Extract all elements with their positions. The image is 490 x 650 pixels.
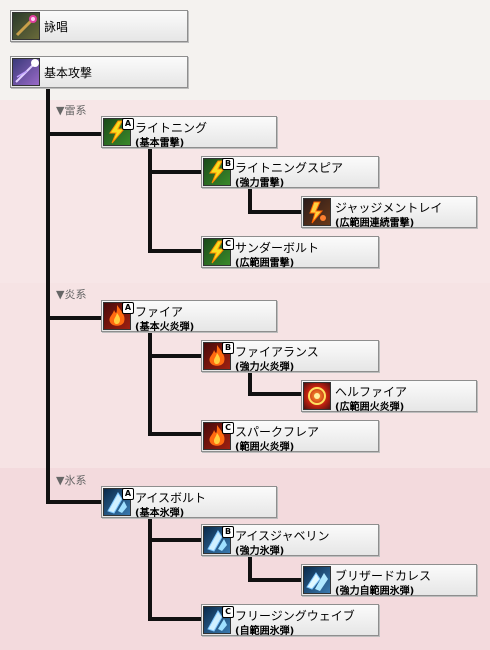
grade-badge: B bbox=[222, 342, 234, 354]
skill-description: (広範囲雷撃) bbox=[235, 258, 295, 269]
skill-node-spark-flare[interactable]: C スパークフレア (範囲火炎弾) bbox=[201, 420, 379, 453]
skill-name: ブリザードカレス bbox=[335, 569, 432, 583]
grade-badge: C bbox=[222, 422, 234, 434]
grade-badge: C bbox=[222, 238, 234, 250]
skill-name: アイスボルト bbox=[135, 491, 207, 505]
grade-badge: C bbox=[222, 606, 234, 618]
skill-node-ice-bolt[interactable]: A アイスボルト (基本氷弾) bbox=[101, 486, 277, 519]
ice-shard-icon bbox=[303, 566, 331, 594]
skill-node-thunderbolt[interactable]: C サンダーボルト (広範囲雷撃) bbox=[201, 236, 379, 269]
connector-line bbox=[248, 392, 302, 396]
skill-name: フリージングウェイブ bbox=[235, 609, 355, 623]
connector-line bbox=[148, 538, 202, 542]
connector-line bbox=[46, 500, 102, 504]
skill-node-fire[interactable]: A ファイア (基本火炎弾) bbox=[101, 300, 277, 333]
skill-description: (広範囲連続雷撃) bbox=[335, 218, 415, 229]
connector-line bbox=[46, 88, 50, 503]
skill-name: ジャッジメントレイ bbox=[335, 201, 443, 215]
skill-name: 詠唱 bbox=[44, 20, 69, 34]
skill-description: (強力火炎弾) bbox=[235, 362, 295, 373]
judgement-ray-icon bbox=[303, 198, 331, 226]
skill-node-lightning[interactable]: A ライトニング (基本雷撃) bbox=[101, 116, 277, 149]
skill-description: (広範囲火炎弾) bbox=[335, 402, 405, 413]
skill-name: ファイアランス bbox=[235, 345, 319, 359]
skill-node-fire-lance[interactable]: B ファイアランス (強力火炎弾) bbox=[201, 340, 379, 373]
connector-line bbox=[148, 170, 202, 174]
skill-description: (強力自範囲氷弾) bbox=[335, 586, 415, 597]
skill-description: (基本氷弾) bbox=[135, 508, 185, 519]
connector-line bbox=[148, 332, 152, 436]
connector-line bbox=[148, 432, 202, 436]
connector-line bbox=[248, 578, 302, 582]
skill-name: ヘルファイア bbox=[335, 385, 408, 399]
skill-name: スパークフレア bbox=[235, 425, 320, 439]
connector-line bbox=[248, 372, 252, 396]
magic-bolt-icon bbox=[12, 58, 40, 86]
grade-badge: B bbox=[222, 158, 234, 170]
skill-node-basic-attack[interactable]: 基本攻撃 bbox=[10, 56, 188, 88]
skill-node-hellfire[interactable]: ヘルファイア (広範囲火炎弾) bbox=[301, 380, 477, 413]
skill-description: (基本雷撃) bbox=[135, 138, 185, 149]
connector-line bbox=[148, 354, 202, 358]
skill-node-judgement-ray[interactable]: ジャッジメントレイ (広範囲連続雷撃) bbox=[301, 196, 477, 229]
connector-line bbox=[148, 249, 202, 253]
connector-line bbox=[248, 556, 252, 581]
grade-badge: B bbox=[222, 526, 234, 538]
grade-badge: A bbox=[122, 488, 134, 500]
skill-node-chant[interactable]: 詠唱 bbox=[10, 10, 188, 42]
hellfire-orb-icon bbox=[303, 382, 331, 410]
grade-badge: A bbox=[122, 302, 134, 314]
grade-badge: A bbox=[122, 118, 134, 130]
skill-node-ice-javelin[interactable]: B アイスジャベリン (強力氷弾) bbox=[201, 524, 379, 557]
connector-line bbox=[148, 516, 152, 620]
skill-description: (自範囲氷弾) bbox=[235, 626, 295, 637]
lightning-icon bbox=[103, 118, 131, 146]
skill-node-lightning-spear[interactable]: B ライトニングスピア (強力雷撃) bbox=[201, 156, 379, 189]
connector-line bbox=[248, 210, 302, 214]
skill-name: アイスジャベリン bbox=[235, 529, 330, 543]
skill-description: (基本火炎弾) bbox=[135, 322, 195, 333]
skill-node-freezing-wave[interactable]: C フリージングウェイブ (自範囲氷弾) bbox=[201, 604, 379, 637]
skill-name: ライトニング bbox=[135, 121, 208, 135]
skill-name: ライトニングスピア bbox=[235, 161, 344, 175]
skill-description: (範囲火炎弾) bbox=[235, 442, 295, 453]
skill-node-blizzard-caress[interactable]: ブリザードカレス (強力自範囲氷弾) bbox=[301, 564, 477, 597]
connector-line bbox=[148, 617, 202, 621]
skill-name: ファイア bbox=[135, 305, 184, 319]
connector-line bbox=[46, 316, 102, 320]
connector-line bbox=[148, 148, 152, 252]
ice-label: ▼氷系 bbox=[56, 474, 87, 487]
connector-line bbox=[248, 188, 252, 213]
connector-line bbox=[46, 132, 102, 136]
skill-name: 基本攻撃 bbox=[44, 66, 93, 80]
thunder-label: ▼雷系 bbox=[56, 104, 87, 117]
lightning-icon bbox=[203, 238, 231, 266]
fire-label: ▼炎系 bbox=[56, 288, 87, 301]
magic-wand-icon bbox=[12, 12, 40, 40]
skill-name: サンダーボルト bbox=[235, 241, 320, 255]
skill-description: (強力雷撃) bbox=[235, 178, 285, 189]
skill-description: (強力氷弾) bbox=[235, 546, 285, 557]
